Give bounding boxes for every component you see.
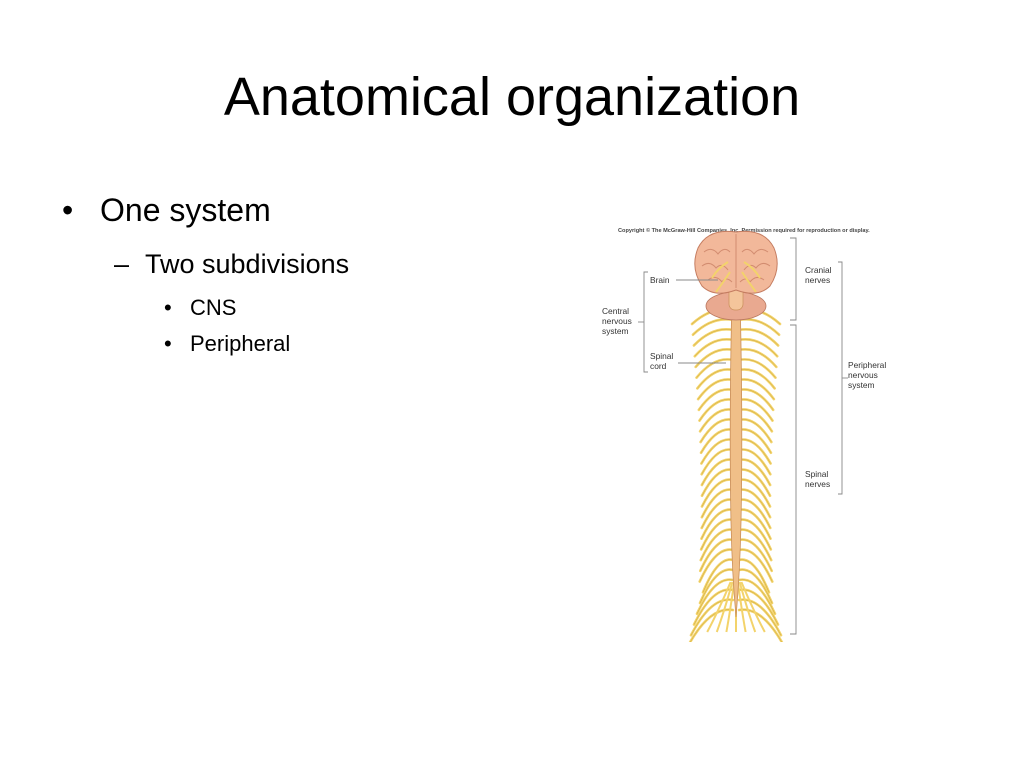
spinal-nerve-outline xyxy=(738,339,778,357)
bullet-one-system: • One system xyxy=(60,186,540,234)
cauda-equina-strand xyxy=(740,581,766,633)
bullet-list: • One system – Two subdivisions • CNS • … xyxy=(60,186,540,362)
spinal-nerve-outline xyxy=(738,559,770,593)
spinal-nerve-outline xyxy=(694,339,734,357)
pns-label-line1: Peripheral xyxy=(848,360,886,370)
cranial-nerves-label-line2: nerves xyxy=(805,275,830,285)
brain-label: Brain xyxy=(650,275,670,285)
cns-label-line2: nervous xyxy=(602,316,632,326)
nervous-system-figure: Copyright © The McGraw-Hill Companies, I… xyxy=(590,222,900,642)
cns-label-line3: system xyxy=(602,326,629,336)
spinal-nerve-outline xyxy=(738,349,777,368)
pns-label-line2: nervous xyxy=(848,370,878,380)
spinal-cord-shape xyxy=(729,295,743,618)
bullet-two-subdivisions: – Two subdivisions xyxy=(60,242,540,286)
spinal-nerve-outline xyxy=(699,569,734,604)
bullet-peripheral: • Peripheral xyxy=(60,326,540,362)
spinal-nerve-outline xyxy=(738,579,776,614)
spinal-nerve-outline xyxy=(697,379,734,400)
spinal-nerve-outline xyxy=(738,609,782,642)
cauda-equina-strand xyxy=(706,581,732,633)
spinal-nerve-outline xyxy=(738,529,772,561)
bullet-text: Peripheral xyxy=(190,331,291,356)
cranial-nerves-label-line1: Cranial xyxy=(805,265,832,275)
spinal-nerve-outline xyxy=(696,579,734,614)
spinal-nerve-outline xyxy=(696,359,734,378)
spinal-nerve-outline xyxy=(695,349,734,368)
cns-label-line1: Central xyxy=(602,306,629,316)
spinal-nerve-outline xyxy=(700,529,734,561)
spinal-nerve-outline xyxy=(702,559,734,593)
spinal-nerve xyxy=(737,468,772,498)
spinal-cord-label-line2: cord xyxy=(650,361,667,371)
spinal-nerve-outline xyxy=(690,599,734,636)
spinal-nerve-outline xyxy=(700,539,734,571)
spinal-nerve-outline xyxy=(738,549,773,582)
bullet-text: One system xyxy=(100,192,271,228)
spinal-nerve-outline xyxy=(738,359,776,378)
spinal-nerve-outline xyxy=(738,509,771,539)
pns-label-line3: system xyxy=(848,380,875,390)
spinal-nerve xyxy=(737,458,772,487)
nervous-system-diagram: Copyright © The McGraw-Hill Companies, I… xyxy=(602,227,886,642)
cauda-equina-strand xyxy=(738,581,757,633)
cranial-nerves-drawing xyxy=(711,261,761,293)
spinal-nerve-outline xyxy=(738,369,775,389)
spinal-nerve-outline xyxy=(699,549,734,582)
bullet-marker: • xyxy=(164,295,172,320)
spinal-nerve-outline xyxy=(738,539,772,571)
pns-brackets xyxy=(790,237,848,635)
copyright-notice: Copyright © The McGraw-Hill Companies, I… xyxy=(618,227,870,234)
dash-marker: – xyxy=(114,249,130,279)
spinal-nerve-outline xyxy=(697,369,734,389)
bullet-text: Two subdivisions xyxy=(145,249,350,279)
spinal-nerve-outline xyxy=(690,609,734,642)
spinal-nerve xyxy=(700,458,735,487)
bullet-marker: • xyxy=(164,331,172,356)
bullet-marker: • xyxy=(62,192,74,228)
bullet-cns: • CNS xyxy=(60,290,540,326)
spinal-nerves-label-line1: Spinal xyxy=(805,469,828,479)
spinal-nerve xyxy=(700,468,735,498)
spinal-nerve-outline xyxy=(738,329,779,346)
cauda-equina-strand xyxy=(715,581,734,633)
cns-bracket xyxy=(638,271,726,373)
spinal-nerves-label-line2: nerves xyxy=(805,479,830,489)
spinal-nerve-outline xyxy=(693,329,734,346)
slide-title: Anatomical organization xyxy=(223,67,801,127)
spinal-nerve-outline xyxy=(701,509,734,539)
bullet-text: CNS xyxy=(190,295,237,320)
spinal-cord-label-line1: Spinal xyxy=(650,351,673,361)
spinal-nerve-outline xyxy=(738,569,773,604)
spinal-nerve-outline xyxy=(738,519,772,550)
spinal-nerve-outline xyxy=(738,599,782,636)
spinal-nerve-outline xyxy=(738,379,775,400)
spinal-nerve-outline xyxy=(700,519,734,550)
